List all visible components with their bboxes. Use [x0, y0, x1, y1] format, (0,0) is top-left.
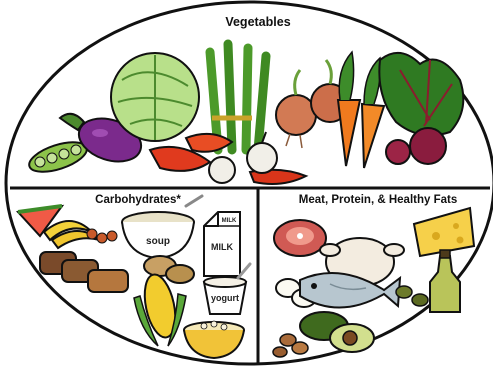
milk-carton-icon: MILK MILK: [204, 212, 240, 276]
ham-icon: [274, 220, 326, 256]
milk-carton-label: MILK: [211, 242, 233, 252]
yogurt-label: yogurt: [211, 293, 239, 303]
soup-label: soup: [146, 236, 170, 247]
section-label-carbohydrates: Carbohydrates*: [95, 194, 181, 206]
cabbage-icon: [111, 53, 199, 141]
section-label-protein: Meat, Protein, & Healthy Fats: [299, 194, 457, 206]
milk-carton-top-label: MILK: [222, 218, 237, 224]
section-label-vegetables: Vegetables: [225, 15, 290, 29]
